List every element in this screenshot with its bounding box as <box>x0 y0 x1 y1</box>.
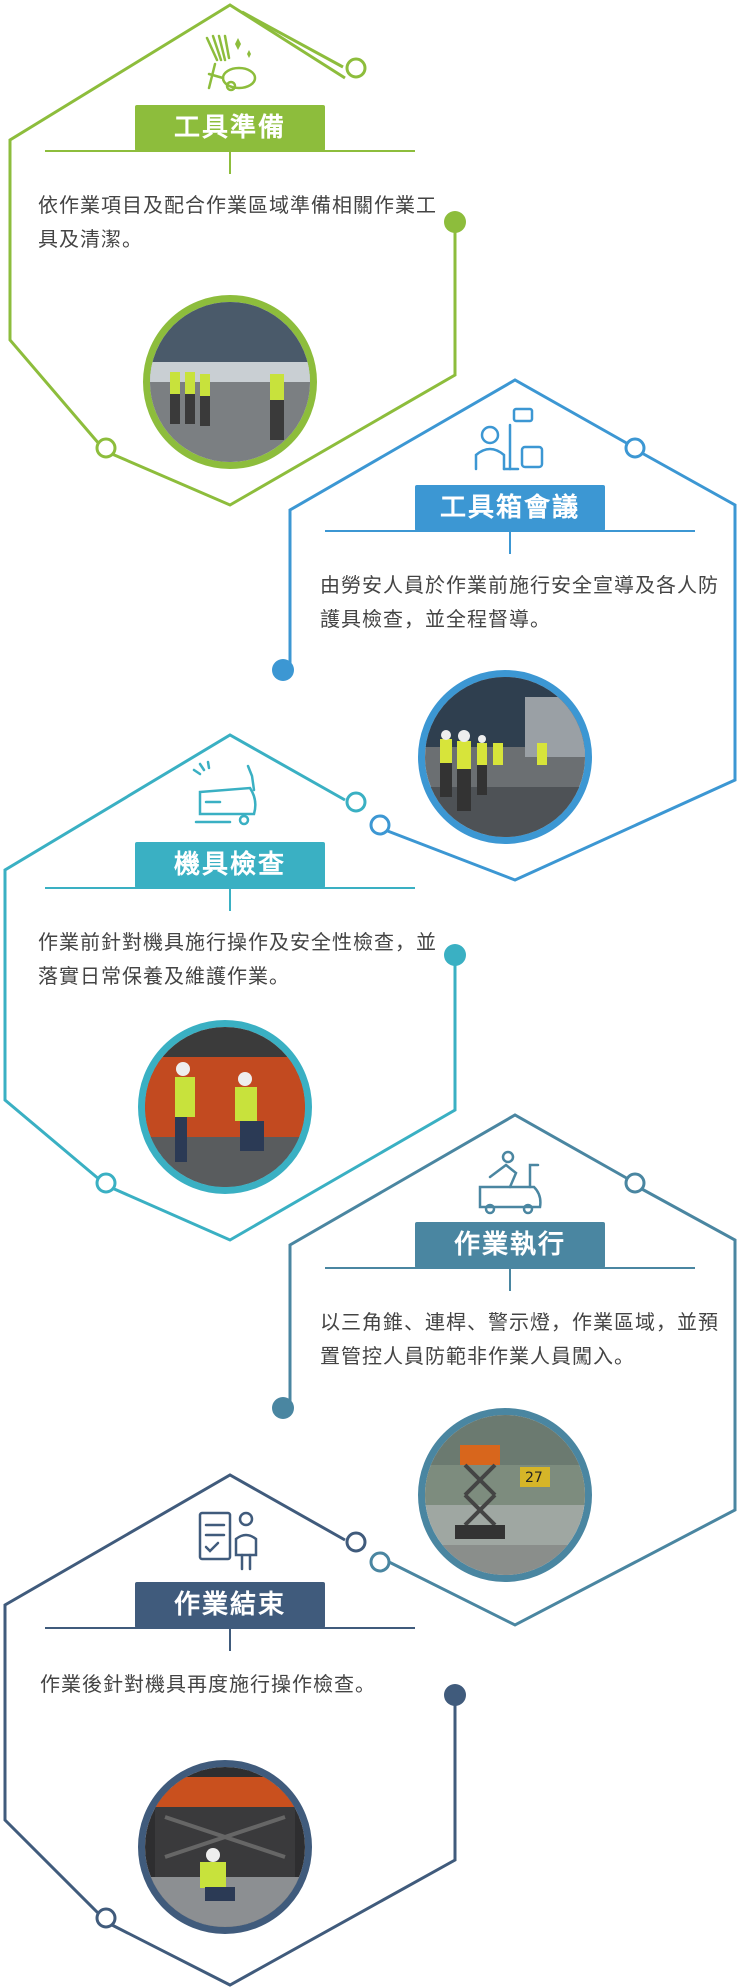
title-tick <box>229 1629 231 1651</box>
title-tick <box>229 152 231 174</box>
step-description: 以三角錐、連桿、警示燈，作業區域，並預置管控人員防範非作業人員闖入。 <box>320 1310 719 1368</box>
title-tick <box>509 1269 511 1291</box>
title-divider <box>45 1627 415 1629</box>
step-title: 作業結束 <box>135 1582 325 1628</box>
cleaner-meeting-icon <box>280 405 740 475</box>
title-divider <box>45 150 415 152</box>
post-work-check-photo <box>138 1760 312 1934</box>
svg-text:27: 27 <box>525 1470 543 1486</box>
title-divider <box>325 1267 695 1269</box>
title-tick <box>509 532 511 554</box>
step-title: 機具檢查 <box>135 842 325 888</box>
title-tick <box>229 889 231 911</box>
machine-inspection-photo <box>138 1020 312 1194</box>
floor-scrubber-icon <box>0 760 460 830</box>
step-title: 工具箱會議 <box>415 485 605 531</box>
toolbox-meeting-photo <box>418 670 592 844</box>
step-title: 作業執行 <box>415 1222 605 1268</box>
step-description: 由勞安人員於作業前施行安全宣導及各人防護具檢查，並全程督導。 <box>320 573 719 631</box>
checklist-inspector-icon <box>0 1505 460 1575</box>
crew-briefing-photo <box>143 295 317 469</box>
vacuum-cleaner-icon <box>0 30 460 100</box>
step-description: 作業前針對機具施行操作及安全性檢查，並落實日常保養及維護作業。 <box>38 930 437 988</box>
title-divider <box>325 530 695 532</box>
ride-on-scrubber-icon <box>280 1147 740 1217</box>
step-description: 作業後針對機具再度施行操作檢查。 <box>40 1672 376 1696</box>
lift-operation-photo: 27 <box>418 1408 592 1582</box>
step-title: 工具準備 <box>135 105 325 151</box>
title-divider <box>45 887 415 889</box>
step-description: 依作業項目及配合作業區域準備相關作業工具及清潔。 <box>38 193 437 251</box>
